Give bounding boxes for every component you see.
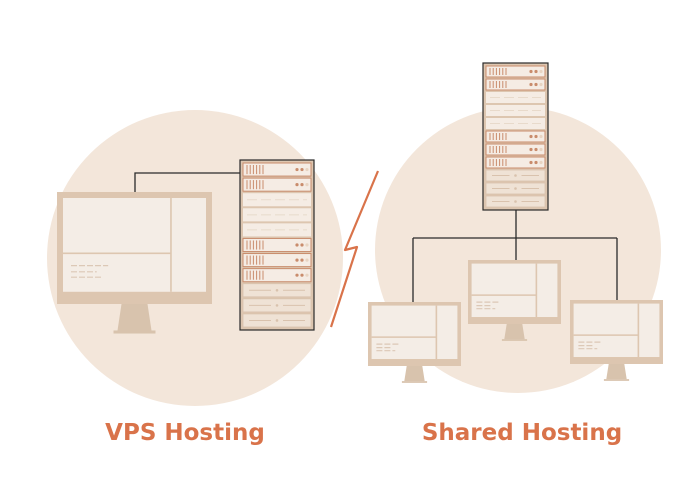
shared-monitor-icon [570, 300, 663, 381]
shared-network-lines [412, 210, 618, 302]
vps-server-rack-icon [239, 159, 315, 331]
shared-server-rack-icon [482, 62, 549, 211]
shared-monitor-icon [468, 260, 561, 341]
vps-hosting-label: VPS Hosting [105, 420, 265, 446]
lightning-divider-icon [329, 170, 380, 328]
shared-hosting-label: Shared Hosting [421, 420, 623, 446]
vps-monitor-icon [57, 192, 212, 334]
shared-monitor-icon [368, 302, 461, 383]
vps-connection-line [134, 172, 240, 192]
